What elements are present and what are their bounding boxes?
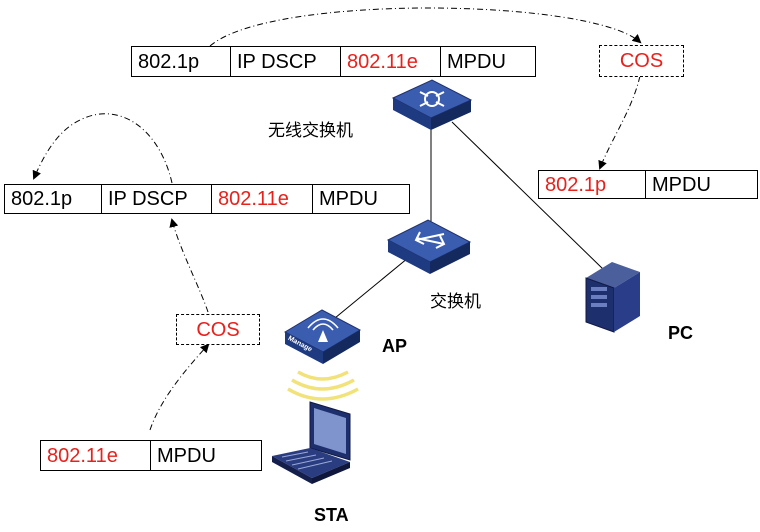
frame-top-cell: MPDU xyxy=(447,50,506,73)
frame-left: 802.1p IP DSCP 802.11e MPDU xyxy=(4,184,410,214)
frame-top: 802.1p IP DSCP 802.11e MPDU xyxy=(131,46,536,77)
ap-icon xyxy=(283,309,362,364)
frame-pc: 802.1p MPDU xyxy=(538,170,758,199)
wireless-signal-icon xyxy=(287,370,359,401)
frame-pc-cell: MPDU xyxy=(652,173,711,196)
flow-arrow-top-to-cos xyxy=(209,7,642,47)
laptop-icon xyxy=(272,401,351,484)
cos-box-right: COS xyxy=(599,45,684,77)
pc-tower-icon xyxy=(585,262,640,333)
switch-label: 交换机 xyxy=(430,292,481,311)
pc-label: PC xyxy=(668,323,694,343)
wireless-switch-label: 无线交换机 xyxy=(268,121,353,140)
frame-top-cell: 802.11e xyxy=(341,47,441,76)
frame-left-cell: 802.11e xyxy=(212,185,313,213)
link-switch-ap xyxy=(334,257,409,319)
link-wlanswitch-pc xyxy=(451,121,605,271)
frame-left-cell: IP DSCP xyxy=(102,185,212,213)
flow-arrow-cos-to-pc xyxy=(598,75,641,170)
frame-pc-cell: 802.1p xyxy=(539,171,646,198)
frame-left-cell: MPDU xyxy=(319,188,378,210)
wireless-switch-icon xyxy=(391,79,473,130)
flow-arrow-cos-to-left xyxy=(169,218,209,313)
flow-arrow-sta-to-cos xyxy=(149,343,210,431)
frame-sta-cell: MPDU xyxy=(157,444,216,467)
ap-label: AP xyxy=(382,336,408,356)
flow-arrow-left-loop xyxy=(32,113,173,184)
frame-top-cell: 802.1p xyxy=(132,47,231,76)
cos-box-left: COS xyxy=(176,314,260,345)
frame-top-cell: IP DSCP xyxy=(231,47,341,76)
frame-sta-cell: 802.11e xyxy=(41,441,151,470)
switch-icon xyxy=(386,219,472,274)
frame-left-cell: 802.1p xyxy=(5,185,102,213)
sta-label: STA xyxy=(314,505,349,525)
frame-sta: 802.11e MPDU xyxy=(40,440,262,471)
